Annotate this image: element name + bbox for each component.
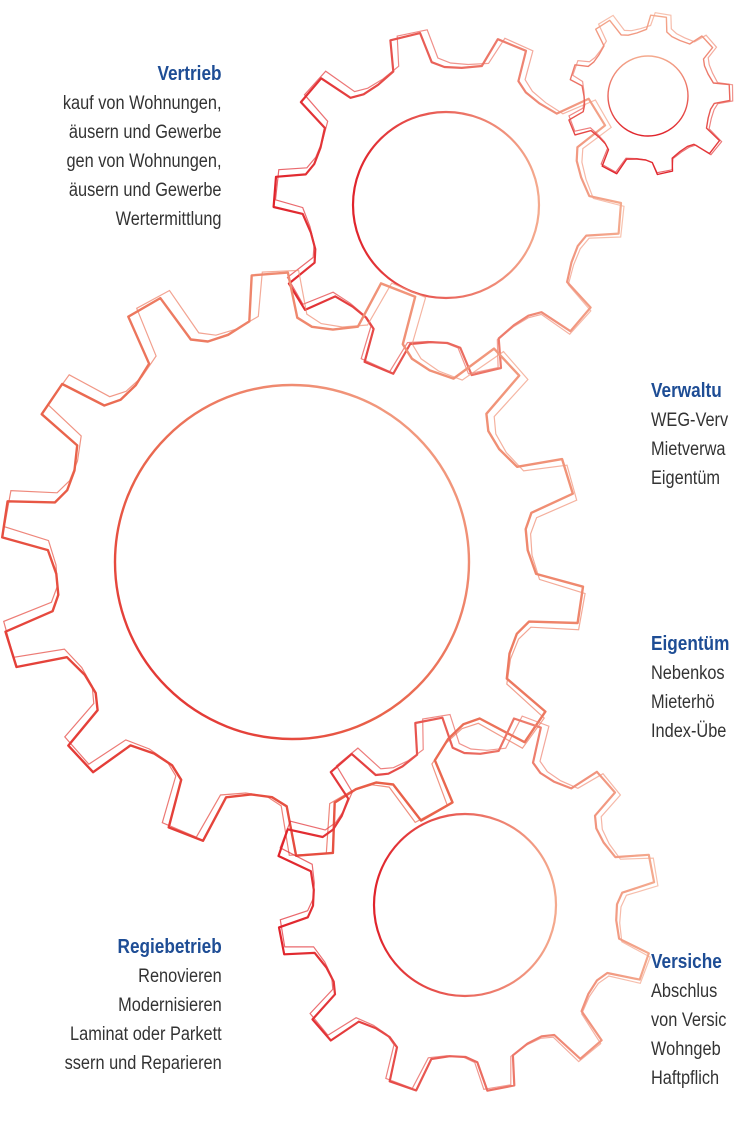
- gear-large-hub: [113, 383, 471, 741]
- gear-top-medium-hub: [351, 110, 541, 300]
- gear-top-medium: [272, 29, 625, 377]
- eigentuemer-line-3: Index-Übe: [651, 721, 727, 742]
- regiebetrieb-line-3: Laminat oder Parkett: [70, 1024, 222, 1045]
- gear-top-small: [568, 12, 734, 176]
- vertrieb-line-5: Wertermittlung: [116, 209, 222, 230]
- gear-bottom-outline-echo: [279, 713, 659, 1090]
- gear-large-outline-echo: [2, 269, 586, 856]
- verwaltung-block: Verwaltu WEG-Verv Mietverwa Eigentüm: [651, 377, 728, 493]
- versicherung-line-4: Haftpflich: [651, 1068, 720, 1089]
- gear-bottom-outline: [277, 716, 656, 1092]
- versicherung-heading: Versiche: [651, 951, 722, 973]
- gear-top-small-outline-echo: [568, 12, 734, 174]
- eigentuemer-heading: Eigentüm: [651, 633, 730, 655]
- gear-top-medium-outline-echo: [274, 29, 625, 375]
- verwaltung-line-2: Mietverwa: [651, 439, 726, 460]
- regiebetrieb-block: Regiebetrieb Renovieren Modernisieren La…: [65, 933, 222, 1078]
- verwaltung-heading: Verwaltu: [651, 380, 722, 402]
- versicherung-line-3: Wohngeb: [651, 1039, 721, 1060]
- versicherung-block: Versiche Abschlus von Versic Wohngeb Haf…: [651, 948, 726, 1093]
- regiebetrieb-heading: Regiebetrieb: [117, 936, 222, 958]
- regiebetrieb-line-1: Renovieren: [138, 966, 222, 987]
- vertrieb-line-4: äusern und Gewerbe: [69, 180, 222, 201]
- versicherung-line-1: Abschlus: [651, 981, 718, 1002]
- vertrieb-line-2: äusern und Gewerbe: [69, 122, 222, 143]
- gear-bottom: [277, 713, 659, 1092]
- regiebetrieb-line-2: Modernisieren: [118, 995, 222, 1016]
- regiebetrieb-line-4: ssern und Reparieren: [64, 1053, 222, 1074]
- gear-large: [1, 269, 586, 857]
- verwaltung-line-3: Eigentüm: [651, 468, 721, 489]
- eigentuemer-block: Eigentüm Nebenkos Mieterhö Index-Übe: [651, 630, 729, 746]
- versicherung-line-2: von Versic: [651, 1010, 727, 1031]
- gear-top-small-outline: [568, 14, 731, 176]
- gear-top-small-hub: [607, 55, 689, 137]
- vertrieb-line-3: gen von Wohnungen,: [66, 151, 222, 172]
- verwaltung-line-1: WEG-Verv: [651, 410, 729, 431]
- gear-large-outline: [1, 271, 585, 857]
- vertrieb-heading: Vertrieb: [157, 63, 222, 85]
- gear-bottom-hub: [372, 812, 558, 998]
- vertrieb-line-1: kauf von Wohnungen,: [63, 93, 222, 114]
- vertrieb-block: Vertrieb kauf von Wohnungen, äusern und …: [63, 60, 222, 234]
- eigentuemer-line-1: Nebenkos: [651, 663, 725, 684]
- eigentuemer-line-2: Mieterhö: [651, 692, 715, 713]
